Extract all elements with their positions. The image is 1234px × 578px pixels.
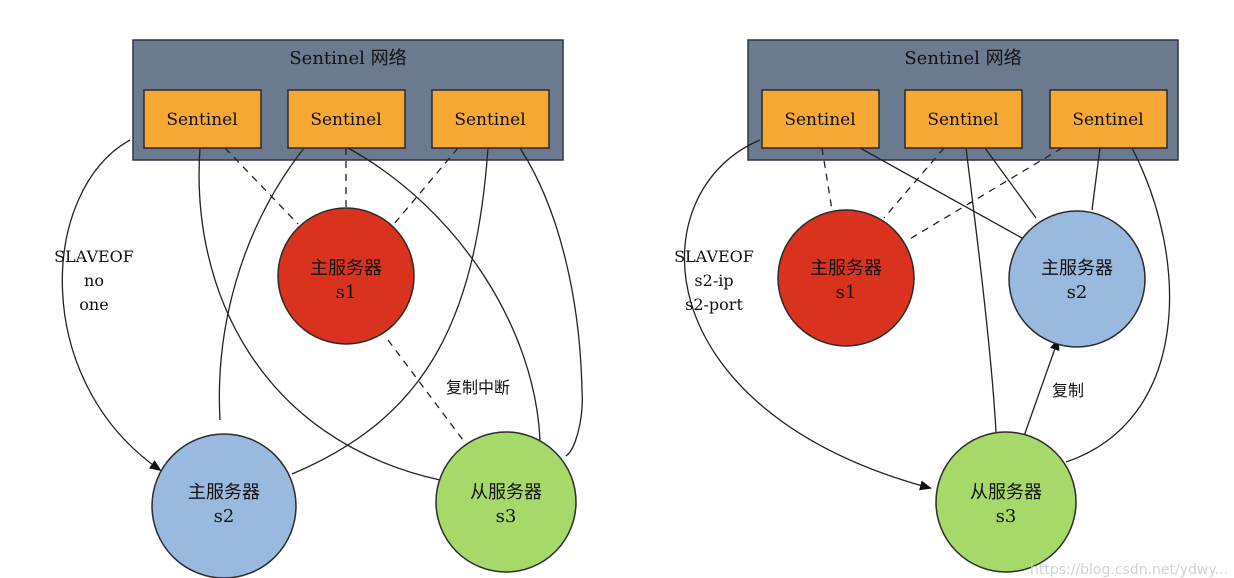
left-dashed-sentinel3-s1 — [393, 147, 459, 225]
right-sentinel-1-label: Sentinel — [784, 110, 855, 130]
left-edge-sentinel2-s2 — [218, 147, 305, 421]
left-edge-label: 复制中断 — [446, 378, 510, 397]
right-command-line-3: s2-port — [685, 295, 743, 314]
right-dashed-sentinel3-s1 — [907, 147, 1063, 241]
right-edge-sentinel3-s3 — [1065, 147, 1171, 463]
left-sentinel-2-label: Sentinel — [310, 110, 381, 130]
right-dashed-sentinel1-s1 — [821, 147, 833, 211]
left-edge-sentinel3-s2 — [291, 147, 489, 475]
left-node-s3-id: s3 — [496, 506, 517, 527]
left-slaveof-edge — [61, 139, 162, 472]
right-node-s3-id: s3 — [996, 506, 1017, 527]
left-network-title: Sentinel 网络 — [289, 48, 406, 69]
right-command-line-2: s2-ip — [694, 271, 733, 290]
right-edge-sentinel2-s2 — [984, 147, 1037, 219]
left-sentinel-1 — [143, 89, 262, 149]
right-slaveof-edge — [683, 139, 932, 491]
right-dashed-sentinel2-s1 — [883, 147, 945, 219]
right-node-s1-id: s1 — [836, 282, 857, 303]
right-node-s1 — [777, 209, 915, 347]
left-sentinel-3-label: Sentinel — [454, 110, 525, 130]
left-command-line-2: no — [84, 271, 104, 290]
watermark-text: https://blog.csdn.net/ydwy... — [1030, 562, 1228, 578]
right-edge-sentinel1-s2 — [859, 147, 1023, 239]
left-panel: Sentinel 网络 Sentinel Sentinel Sentinel 主… — [54, 39, 583, 578]
left-node-s3 — [435, 431, 577, 573]
left-node-s2 — [151, 433, 297, 578]
right-sentinel-3 — [1049, 89, 1168, 149]
right-edge-label: 复制 — [1052, 381, 1084, 400]
right-sentinel-1 — [761, 89, 880, 149]
right-panel: Sentinel 网络 Sentinel Sentinel Sentinel 主… — [674, 39, 1179, 573]
right-node-s3 — [935, 431, 1077, 573]
right-edge-sentinel3-s2 — [1091, 147, 1101, 211]
left-sentinel-3 — [431, 89, 550, 149]
left-sentinel-1-label: Sentinel — [166, 110, 237, 130]
right-replication-edge — [1023, 338, 1060, 437]
right-edge-sentinel2-s3 — [965, 147, 997, 433]
left-edge-sentinel1-s3 — [198, 147, 441, 481]
right-sentinel-2 — [904, 89, 1023, 149]
right-node-s2-id: s2 — [1067, 282, 1088, 303]
left-node-s1-id: s1 — [336, 282, 357, 303]
right-network-title: Sentinel 网络 — [904, 48, 1021, 69]
left-command-line-3: one — [79, 295, 108, 314]
left-node-s1-title: 主服务器 — [310, 258, 382, 279]
right-node-s2 — [1008, 210, 1146, 348]
left-node-s2-id: s2 — [214, 506, 235, 527]
right-node-s2-title: 主服务器 — [1041, 258, 1113, 279]
left-edge-sentinel2-s3 — [347, 147, 541, 441]
right-node-s3-title: 从服务器 — [970, 482, 1042, 503]
right-sentinel-2-label: Sentinel — [927, 110, 998, 130]
right-node-s1-title: 主服务器 — [810, 258, 882, 279]
right-command-line-1: SLAVEOF — [674, 247, 754, 266]
left-node-s3-title: 从服务器 — [470, 482, 542, 503]
left-sentinel-2 — [287, 89, 406, 149]
right-sentinel-3-label: Sentinel — [1072, 110, 1143, 130]
left-dashed-s1-s3 — [387, 339, 467, 445]
left-edge-sentinel3-s3 — [519, 147, 583, 457]
left-node-s1 — [277, 207, 415, 345]
left-dashed-sentinel1-s1 — [224, 147, 299, 225]
left-node-s2-title: 主服务器 — [188, 482, 260, 503]
left-command-line-1: SLAVEOF — [54, 247, 134, 266]
